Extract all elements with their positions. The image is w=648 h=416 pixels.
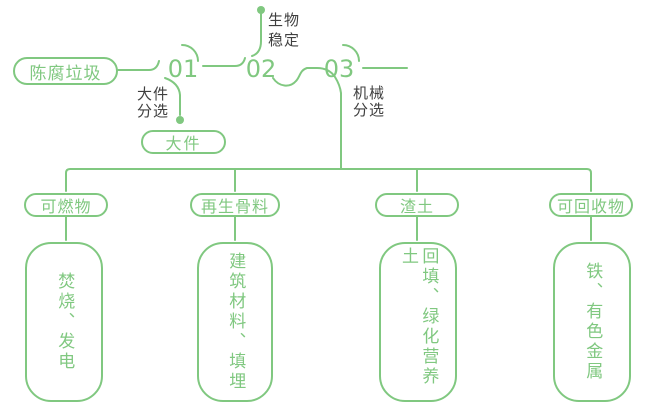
step-03-process-label: 机械 分选 — [353, 84, 386, 119]
dot-02-top — [257, 6, 265, 14]
line-source-to-01 — [117, 60, 160, 71]
outcome-box-recycled-aggregate: 建筑材料、填埋 — [197, 242, 273, 402]
outcome-text: 回填、绿化营养土 — [398, 247, 439, 387]
arc-over-03 — [342, 44, 360, 62]
step-01-number: 01 — [167, 55, 199, 83]
outcome-text: 铁、有色金属 — [582, 262, 603, 382]
branch-node-label: 可燃物 — [40, 197, 92, 216]
branch-node-label: 渣土 — [399, 197, 434, 216]
branch-node-recyclables: 可回收物 — [549, 193, 633, 217]
line-02-top — [251, 13, 262, 57]
step-02-process-label: 生物 稳定 — [268, 11, 301, 49]
outcome-text: 建筑材料、填埋 — [225, 252, 246, 392]
branch-node-recycled-aggregate: 再生骨料 — [190, 193, 280, 217]
outcome-text: 焚烧、发电 — [54, 272, 75, 372]
branch-node-slag-soil: 渣土 — [375, 193, 459, 217]
dot-01-drop — [176, 116, 184, 124]
branch-node-label: 再生骨料 — [200, 197, 269, 216]
line-02-to-trunk — [272, 67, 342, 170]
outcome-box-recyclables: 铁、有色金属 — [553, 242, 631, 402]
line-01-drop — [164, 77, 181, 116]
step-03-number: 03 — [323, 55, 355, 83]
branch-node-combustibles: 可燃物 — [24, 193, 108, 217]
step-02-number: 02 — [245, 55, 277, 83]
outcome-box-combustibles: 焚烧、发电 — [25, 242, 103, 402]
arc-over-01 — [181, 44, 199, 62]
line-01-to-02 — [202, 57, 246, 67]
source-node: 陈腐垃圾 — [13, 57, 118, 85]
output-node-bulky-items: 大件 — [141, 130, 226, 154]
outcome-box-slag-soil: 回填、绿化营养土 — [379, 242, 457, 402]
source-node-label: 陈腐垃圾 — [29, 63, 102, 84]
step-01-process-label: 大件 分选 — [137, 85, 170, 120]
branch-line — [65, 168, 592, 192]
branch-node-label: 可回收物 — [556, 197, 625, 216]
output-node-label: 大件 — [165, 134, 202, 153]
